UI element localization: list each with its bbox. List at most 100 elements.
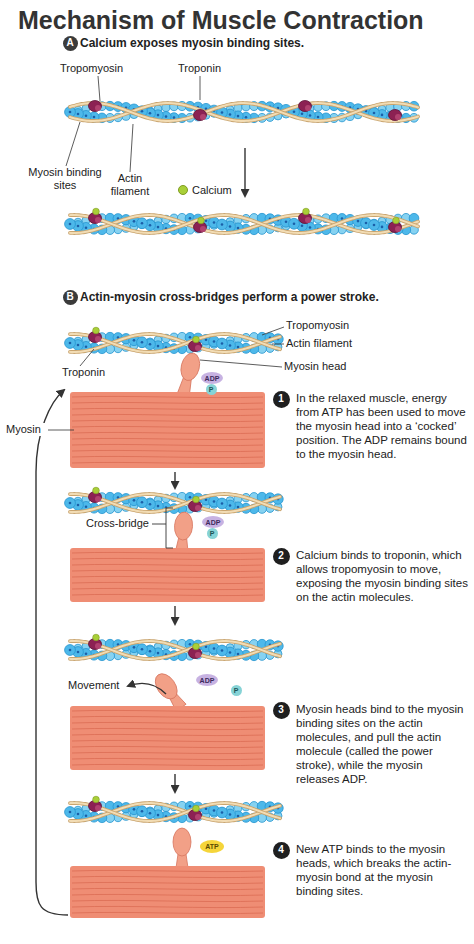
step-number: 3	[273, 702, 290, 719]
myosin-thick-filament	[70, 548, 265, 602]
binding-site	[149, 112, 152, 115]
binding-site	[133, 808, 136, 811]
binding-site	[141, 222, 144, 225]
binding-site	[149, 224, 152, 227]
binding-site	[77, 651, 80, 654]
actin-filament	[65, 796, 284, 822]
binding-site	[85, 114, 88, 117]
binding-site	[157, 505, 160, 508]
node-text: P	[209, 386, 214, 393]
troponin	[95, 643, 101, 649]
binding-site	[229, 113, 232, 116]
binding-site	[221, 111, 224, 114]
step-arrow	[244, 148, 245, 196]
step-number: 2	[273, 548, 290, 565]
troponin	[200, 226, 206, 232]
adp-molecule: ADP	[202, 516, 224, 528]
myosin-head-shape	[173, 828, 191, 856]
binding-site	[341, 217, 344, 220]
part-label: Troponin	[178, 62, 238, 75]
calcium-ion	[93, 208, 100, 215]
step-arrow	[174, 606, 175, 624]
binding-site	[213, 647, 216, 650]
part-label: Myosin	[6, 423, 48, 436]
binding-site	[93, 116, 96, 119]
myosin-thick-filament	[70, 866, 265, 918]
phosphate-molecule: P	[231, 685, 242, 696]
step-arrow	[174, 472, 175, 488]
binding-site	[173, 116, 176, 119]
myosin-stripe	[72, 740, 263, 741]
binding-site	[69, 111, 72, 114]
binding-site	[237, 346, 240, 349]
myosin-stripe	[72, 552, 263, 553]
binding-site	[141, 341, 144, 344]
actin-bead	[217, 498, 228, 509]
myosin-stripe	[72, 408, 263, 409]
myosin-stripe	[72, 576, 263, 577]
calcium-ion	[193, 643, 200, 650]
calcium-ion	[93, 796, 100, 803]
actin-bead	[217, 807, 228, 818]
part-label: Myosin head	[284, 360, 374, 373]
binding-site	[141, 810, 144, 813]
binding-site	[157, 114, 160, 117]
binding-site	[237, 815, 240, 818]
binding-site	[157, 652, 160, 655]
binding-site	[133, 339, 136, 342]
myosin-stripe	[72, 582, 263, 583]
myosin-stripe	[72, 876, 263, 877]
binding-site	[301, 224, 304, 227]
myosin-stripe	[72, 558, 263, 559]
binding-site	[293, 110, 296, 113]
myosin-stripe	[72, 764, 263, 765]
myosin-stripe	[72, 746, 263, 747]
myosin-stripe	[72, 414, 263, 415]
myosin-stripe	[72, 594, 263, 595]
actin-filament	[65, 634, 284, 660]
binding-site	[77, 813, 80, 816]
myosin-stripe	[72, 444, 263, 445]
myosin-stripe	[72, 402, 263, 403]
step-description: New ATP binds to the myosin heads, which…	[296, 842, 468, 898]
binding-site	[205, 338, 208, 341]
troponin	[389, 110, 402, 121]
troponin	[305, 217, 311, 223]
troponin	[195, 814, 201, 820]
binding-site	[229, 504, 232, 507]
myosin-filament	[70, 706, 265, 770]
troponin	[305, 105, 311, 111]
section-heading: Calcium exposes myosin binding sites.	[80, 36, 460, 51]
binding-site	[157, 226, 160, 229]
section-badge: A	[63, 36, 78, 51]
actin-bead	[137, 497, 148, 508]
actin-bead	[369, 220, 380, 231]
actin-filament	[65, 327, 284, 353]
binding-site	[189, 336, 192, 339]
binding-site	[149, 650, 152, 653]
binding-site	[69, 502, 72, 505]
leader-line	[46, 430, 74, 431]
binding-site	[301, 112, 304, 115]
binding-site	[77, 504, 80, 507]
actin-bead	[289, 218, 300, 229]
binding-site	[229, 651, 232, 654]
myosin-stripe	[72, 882, 263, 883]
actin-filament	[65, 101, 419, 123]
binding-site	[141, 110, 144, 113]
calcium-ion	[193, 805, 200, 812]
troponin	[195, 652, 201, 658]
tropomyosin-strand	[70, 215, 418, 233]
node-text: P	[234, 687, 239, 694]
leader-line	[80, 349, 94, 366]
part-label: Actin filament	[104, 172, 156, 199]
tropomyosin-strand	[70, 103, 418, 121]
binding-site	[149, 812, 152, 815]
myosin-head-shape	[178, 351, 202, 383]
myosin-filament	[70, 866, 265, 918]
troponin	[395, 114, 401, 120]
binding-site	[205, 219, 208, 222]
myosin-stripe	[72, 716, 263, 717]
leader-line	[66, 122, 80, 166]
